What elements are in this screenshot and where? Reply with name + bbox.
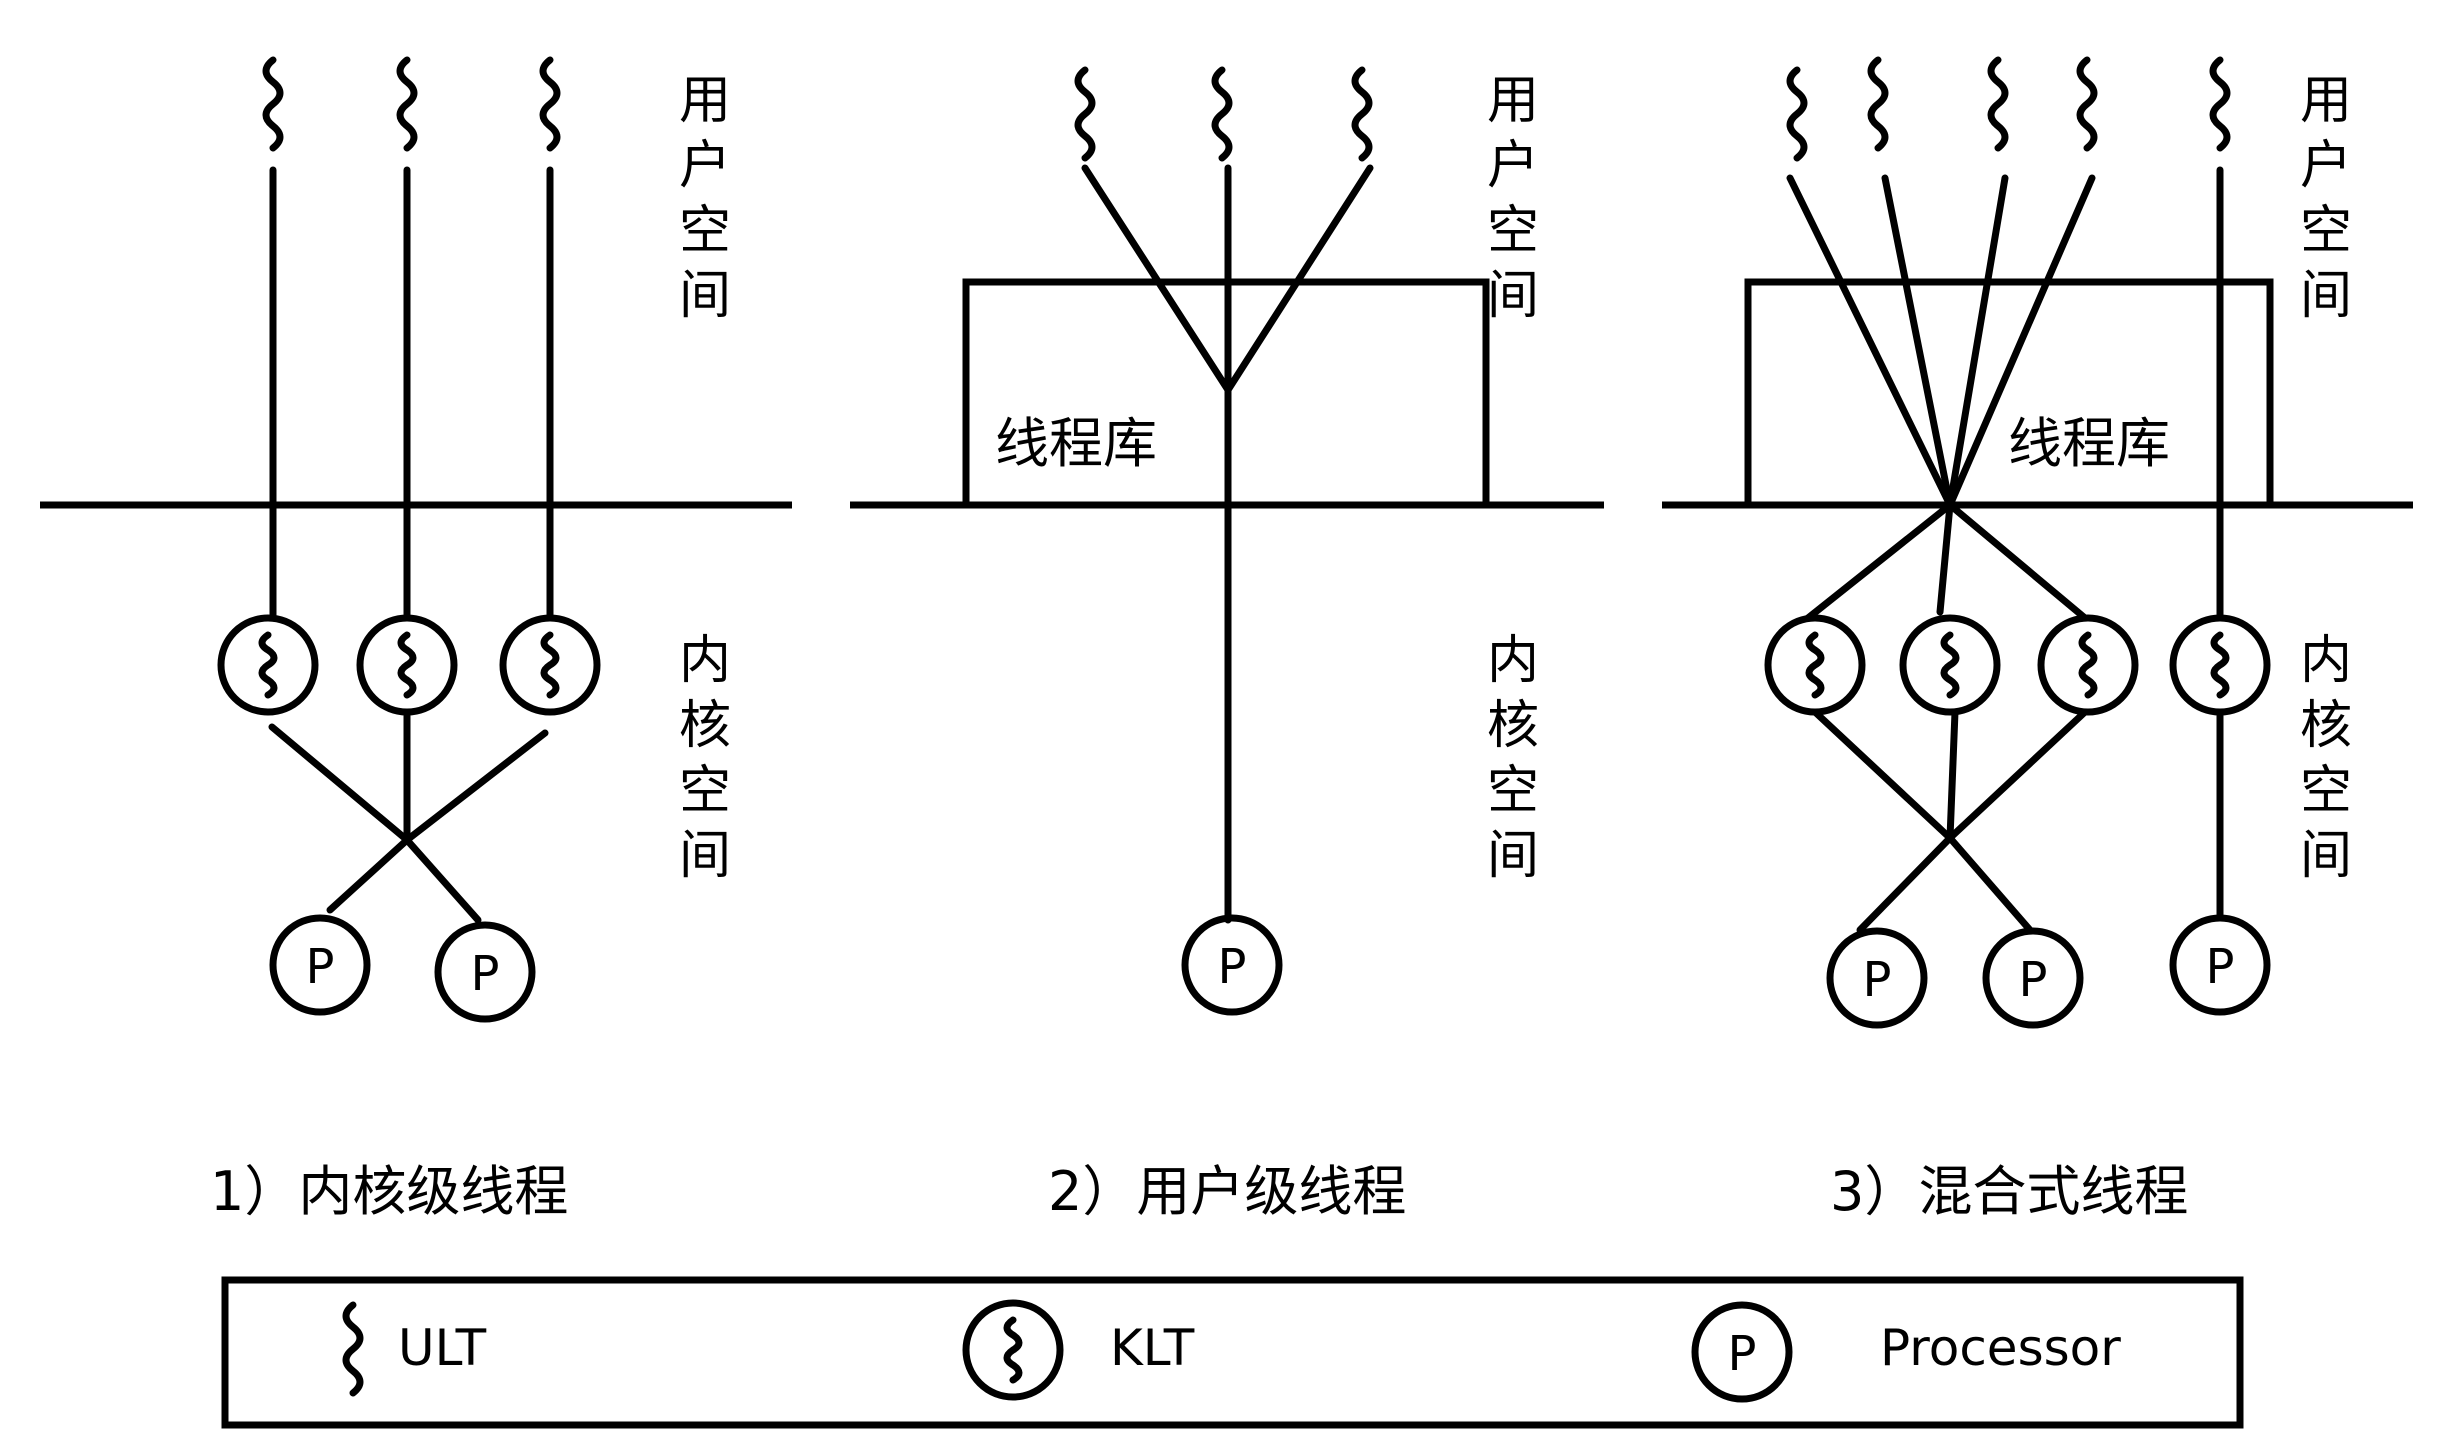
kernel-space-label: 内 核 空 间	[1487, 631, 1539, 886]
svg-text:空: 空	[2300, 761, 2352, 821]
panel-caption: 2）用户级线程	[1048, 1160, 1406, 1223]
klt-icon	[1764, 614, 1866, 716]
svg-text:核: 核	[2300, 696, 2352, 756]
klt-icon	[2037, 614, 2139, 716]
ult-icon	[400, 60, 414, 148]
processor-icon: P	[1181, 914, 1283, 1016]
svg-text:核: 核	[679, 696, 731, 756]
svg-text:空: 空	[679, 201, 731, 261]
legend-processor-icon: P	[1691, 1301, 1793, 1403]
svg-text:核: 核	[1487, 696, 1539, 756]
svg-text:P: P	[2019, 952, 2048, 1008]
kernel-space-label: 内 核 空 间	[2300, 631, 2352, 886]
thread-library-label: 线程库	[995, 412, 1157, 475]
svg-text:空: 空	[679, 761, 731, 821]
klt-icon	[1899, 614, 2001, 716]
svg-text:空: 空	[1487, 201, 1539, 261]
svg-text:P: P	[1728, 1326, 1757, 1382]
klt-icon	[499, 614, 601, 716]
svg-text:户: 户	[2300, 136, 2352, 196]
svg-text:用: 用	[2300, 71, 2352, 131]
svg-text:P: P	[1863, 952, 1892, 1008]
svg-text:户: 户	[1487, 136, 1539, 196]
processor-icon: P	[1982, 927, 2084, 1029]
svg-text:空: 空	[2300, 201, 2352, 261]
svg-text:空: 空	[1487, 761, 1539, 821]
svg-text:间: 间	[2300, 826, 2352, 886]
legend-ult-label: ULT	[398, 1319, 487, 1377]
legend-box	[221, 1276, 2244, 1429]
panel-caption: 3）混合式线程	[1830, 1160, 2188, 1223]
svg-text:内: 内	[1487, 631, 1539, 691]
klt-icon	[217, 614, 319, 716]
svg-text:间: 间	[1487, 826, 1539, 886]
svg-text:内: 内	[679, 631, 731, 691]
legend-ult-icon	[346, 1305, 360, 1393]
panel-user-level-threads: 线程库 P 用 户 空 间 内 核 空 间 2）用户级线程	[850, 70, 1604, 1223]
klt-icon	[356, 614, 458, 716]
svg-text:P: P	[2206, 939, 2235, 995]
ult-icon	[2080, 60, 2094, 148]
processor-icon: P	[2169, 914, 2271, 1016]
legend-klt-icon	[962, 1299, 1064, 1401]
ult-icon	[1355, 70, 1369, 158]
svg-text:间: 间	[1487, 266, 1539, 326]
ult-icon	[266, 60, 280, 148]
svg-text:间: 间	[679, 266, 731, 326]
panel-hybrid-threads: 线程库 P	[1662, 60, 2413, 1223]
svg-text:内: 内	[2300, 631, 2352, 691]
ult-icon	[1871, 60, 1885, 148]
panel-kernel-level-threads: P P 用 户 空 间 内 核 空 间 1）内核级线程	[40, 60, 792, 1223]
thread-library-label: 线程库	[2008, 412, 2170, 475]
svg-text:P: P	[306, 939, 335, 995]
svg-text:间: 间	[679, 826, 731, 886]
user-space-label: 用 户 空 间	[2300, 71, 2352, 326]
ult-icon	[1215, 70, 1229, 158]
ult-icon	[2213, 60, 2227, 148]
kernel-space-label: 内 核 空 间	[679, 631, 731, 886]
svg-text:P: P	[1218, 939, 1247, 995]
ult-icon	[543, 60, 557, 148]
ult-icon	[1991, 60, 2005, 148]
panel-caption: 1）内核级线程	[210, 1160, 568, 1223]
svg-text:间: 间	[2300, 266, 2352, 326]
processor-icon: P	[434, 921, 536, 1023]
svg-text:P: P	[471, 946, 500, 1002]
klt-icon	[2169, 614, 2271, 716]
user-space-label: 用 户 空 间	[1487, 71, 1539, 326]
legend-klt-label: KLT	[1110, 1319, 1195, 1377]
ult-icon	[1078, 70, 1092, 158]
user-space-label: 用 户 空 间	[679, 71, 731, 326]
processor-icon: P	[269, 914, 371, 1016]
svg-text:户: 户	[679, 136, 731, 196]
processor-icon: P	[1826, 927, 1928, 1029]
svg-text:用: 用	[679, 71, 731, 131]
legend-processor-label: Processor	[1880, 1319, 2121, 1377]
legend: ULT KLT P Processor	[221, 1276, 2244, 1429]
svg-text:用: 用	[1487, 71, 1539, 131]
ult-icon	[1790, 70, 1804, 158]
